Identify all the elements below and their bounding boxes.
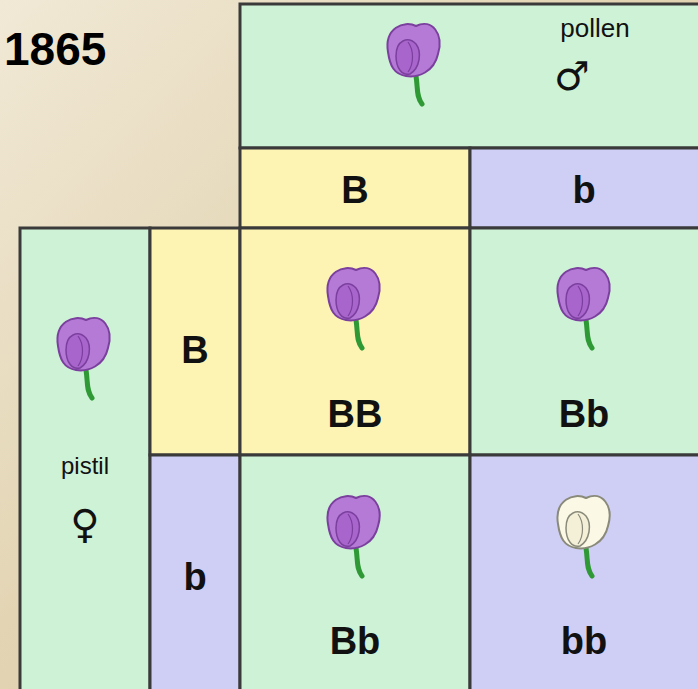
cell-label: pistil: [61, 454, 109, 478]
genotype-label: B: [181, 331, 208, 369]
punnett-cell: bb: [470, 455, 698, 689]
cell-label: ♀: [70, 504, 99, 544]
genotype-label: BB: [328, 395, 383, 433]
punnett-cell: Bb: [240, 455, 470, 689]
genotype-label: b: [183, 558, 206, 596]
punnett-cell: Bb: [470, 228, 698, 455]
punnett-cell: b: [470, 148, 698, 228]
punnett-cell: BB: [240, 228, 470, 455]
punnett-cell: B: [150, 228, 240, 455]
punnett-cell: b: [150, 455, 240, 689]
genotype-label: Bb: [330, 622, 381, 660]
genotype-label: Bb: [559, 395, 610, 433]
cell-label: pollen: [560, 15, 629, 41]
punnett-cell: pollen ♂: [240, 4, 698, 148]
genotype-label: b: [572, 171, 595, 209]
cell-label: ♂: [554, 56, 590, 96]
genotype-label: bb: [561, 622, 607, 660]
punnett-cell: pistil ♀: [20, 228, 150, 689]
year-title: 1865: [4, 26, 106, 72]
genotype-label: B: [341, 171, 368, 209]
punnett-cell: B: [240, 148, 470, 228]
